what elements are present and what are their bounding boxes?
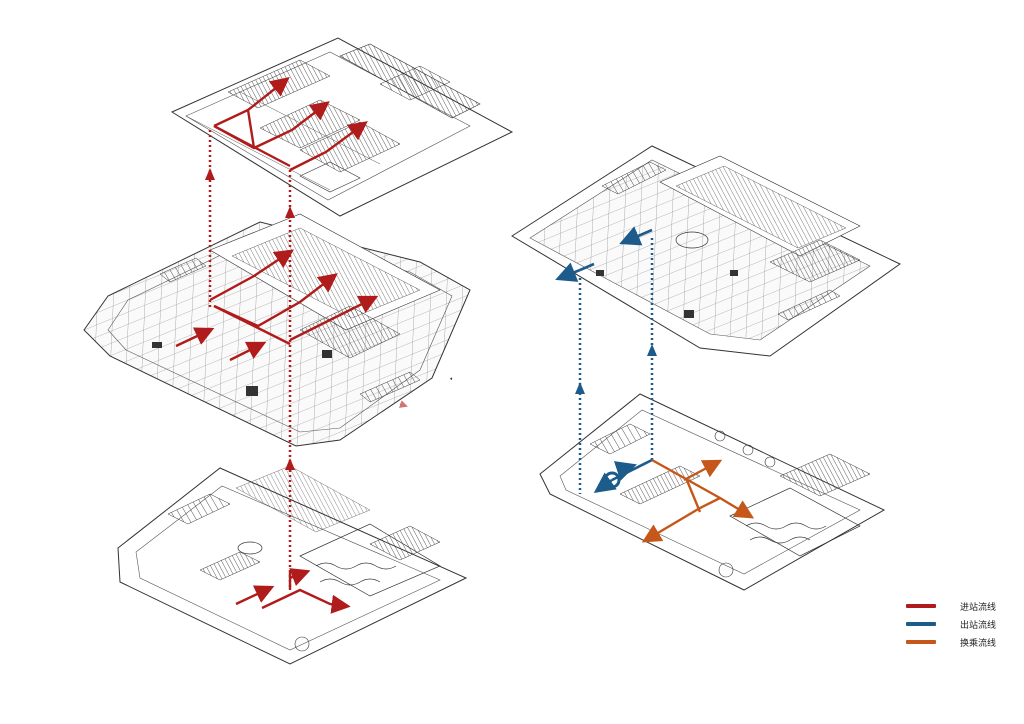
legend-item-transfer: 换乘流线: [906, 634, 1016, 650]
legend-item-exit: 出站流线: [906, 616, 1016, 632]
left-middle-plan: ▸: [83, 213, 471, 447]
svg-text:▸: ▸: [449, 375, 456, 381]
legend-label-exit: 出站流线: [960, 620, 997, 631]
legend-item-entry: 进站流线: [906, 598, 1016, 614]
legend-label-transfer: 换乘流线: [960, 638, 997, 649]
entry-vertical-connectors: [208, 130, 292, 590]
legend: 进站流线 出站流线 换乘流线: [906, 598, 1016, 652]
right-lower-plan: [539, 393, 886, 591]
legend-label-entry: 进站流线: [960, 602, 997, 613]
entry-flow-lines: [175, 77, 379, 614]
exit-up-arrows: [575, 344, 657, 394]
transfer-flow-lines: [641, 458, 755, 543]
exit-flow-lines: [555, 226, 653, 494]
left-bottom-plan: [117, 465, 468, 665]
left-top-plan: [170, 37, 514, 217]
legend-swatch-entry: [906, 604, 936, 608]
entry-up-arrows: [205, 168, 295, 470]
legend-swatch-exit: [906, 622, 936, 626]
legend-swatch-transfer: [906, 640, 936, 644]
right-upper-plan: [511, 145, 901, 357]
